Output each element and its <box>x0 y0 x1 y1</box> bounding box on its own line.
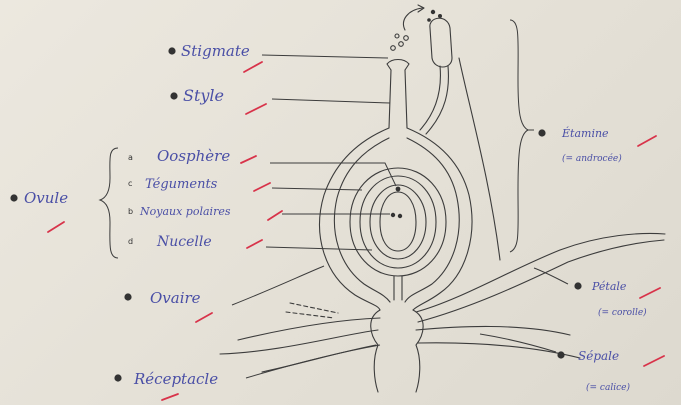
pollen-grain <box>404 36 409 41</box>
label-etamine: Étamine <box>561 126 609 140</box>
letter-d: d <box>128 237 133 246</box>
ovule-integument-outer <box>350 168 446 276</box>
letter-c: c <box>128 179 132 188</box>
stamen-anther <box>430 18 452 67</box>
label-sepale-note: (= calice) <box>586 382 630 393</box>
pointer-teguments <box>272 188 362 190</box>
label-style: Style <box>183 86 224 105</box>
receptacle-shape <box>371 310 423 392</box>
nucellus-shape <box>370 185 426 259</box>
pollen-arrow <box>404 5 424 30</box>
funicle <box>394 276 402 300</box>
pollen-grain <box>438 14 442 18</box>
label-receptacle: Réceptacle <box>133 370 218 388</box>
stigma-shape <box>387 60 409 71</box>
polar-nucleus-1 <box>391 213 395 217</box>
stamen-filament <box>420 58 500 260</box>
pollen-grain <box>431 10 435 14</box>
label-etamine-note: (= androcée) <box>562 153 622 164</box>
style-shape <box>389 70 407 128</box>
left-sepals <box>220 318 380 372</box>
oosphere-nucleus <box>396 187 401 192</box>
label-noyaux-polaires: Noyaux polaires <box>139 205 231 218</box>
left-dashes <box>286 303 338 318</box>
label-petale-note: (= corolle) <box>598 307 647 318</box>
label-oosphere: Oosphère <box>157 147 230 165</box>
label-stigmate: Stigmate <box>181 42 250 60</box>
stamen-brace <box>510 20 528 252</box>
letter-a: a <box>128 153 133 162</box>
ovule-brace <box>100 148 118 258</box>
pollen-grain <box>391 46 396 51</box>
ovary-wall <box>320 128 472 310</box>
pointer-ovaire <box>232 266 324 305</box>
flower-drawing <box>220 5 665 392</box>
polar-nucleus-2 <box>398 214 402 218</box>
pollen-grain <box>427 18 431 22</box>
letter-b: b <box>128 207 133 216</box>
label-ovaire: Ovaire <box>150 289 201 307</box>
pollen-grain <box>399 42 404 47</box>
pointer-style <box>272 99 390 103</box>
pollen-grain <box>395 34 399 38</box>
right-sepals <box>416 326 580 358</box>
label-ovule: Ovule <box>24 189 68 207</box>
label-petale: Pétale <box>591 280 627 293</box>
label-teguments: Téguments <box>145 177 218 192</box>
label-sepale: Sépale <box>578 349 619 363</box>
pointer-stigmate <box>262 55 388 58</box>
label-nucelle: Nucelle <box>156 234 212 250</box>
pointer-sepale <box>480 334 556 352</box>
embryo-sac <box>380 192 416 251</box>
